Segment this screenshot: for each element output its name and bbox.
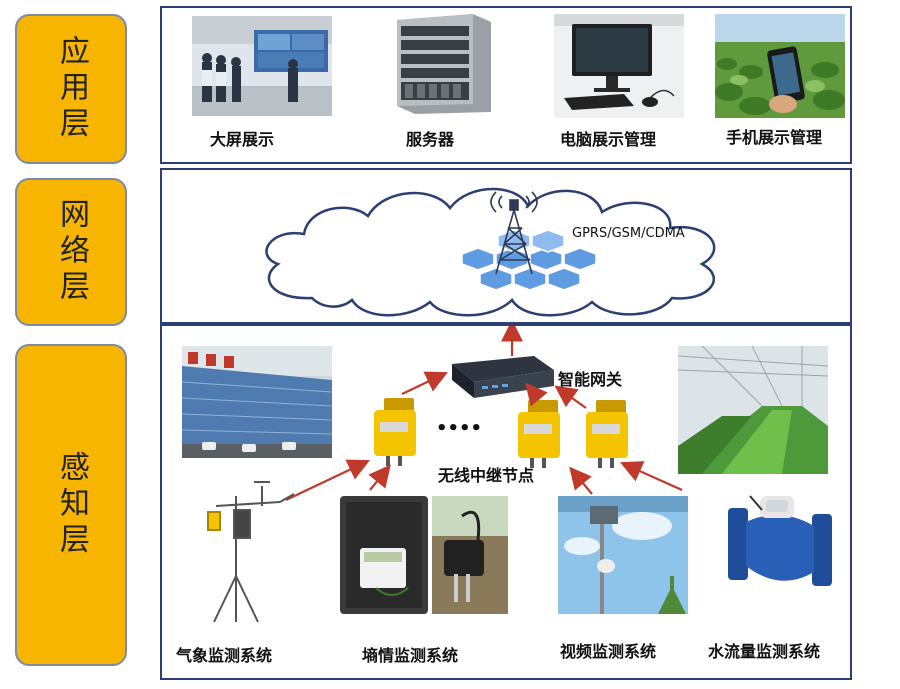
greenhouse-photo — [677, 345, 829, 474]
caption-flow-system: 水流量监测系统 — [708, 642, 821, 661]
relay-ellipsis: •••• — [436, 418, 483, 439]
big-screen-display-photo — [192, 16, 332, 116]
arrow-node1-to-gateway — [401, 371, 448, 395]
caption-mobile: 手机展示管理 — [726, 128, 823, 147]
relay-node-icon-2 — [518, 400, 560, 468]
weather-station-photo — [207, 481, 295, 623]
layer-label-perception: 感知层 — [15, 344, 127, 666]
computer-monitor-photo — [554, 14, 684, 118]
caption-video-system: 视频监测系统 — [560, 642, 657, 661]
relay-node-icon-3 — [586, 400, 628, 468]
cell-tower-icon — [490, 191, 538, 275]
application-panel: 大屏展示 服务器 — [160, 6, 852, 164]
caption-big-screen: 大屏展示 — [210, 130, 275, 149]
arrow-weather-to-node — [285, 459, 370, 501]
video-camera-photo — [558, 496, 688, 614]
soil-moisture-kit-photo — [340, 496, 508, 614]
relay-node-icon-1 — [374, 398, 416, 466]
layer-label-application: 应用层 — [15, 14, 127, 164]
water-flow-meter-photo — [728, 495, 832, 586]
arrow-node3-to-gateway — [554, 385, 587, 409]
gateway-device-icon — [452, 356, 554, 398]
server-rack-photo — [387, 12, 497, 116]
caption-server: 服务器 — [406, 130, 455, 149]
arrow-video-to-node — [569, 466, 593, 495]
network-panel: GPRS/GSM/CDMA — [160, 168, 852, 324]
caption-computer: 电脑展示管理 — [560, 130, 657, 149]
gateway-label: 智能网关 — [558, 370, 623, 389]
relay-nodes-label: 无线中继节点 — [438, 466, 535, 485]
layer-label-network: 网络层 — [15, 178, 127, 326]
caption-soil-system: 墒情监测系统 — [362, 646, 459, 665]
mobile-phone-field-photo — [715, 14, 845, 118]
network-protocol-label: GPRS/GSM/CDMA — [572, 226, 685, 241]
caption-weather-system: 气象监测系统 — [176, 646, 273, 665]
arrow-flow-to-node — [619, 461, 683, 492]
arrow-soil-to-node — [368, 464, 391, 491]
perception-panel: 智能网关 •••• 无线中继节点 气象监测系统 墒情监测系统 视频监测系统 水流… — [160, 324, 852, 680]
arrow-node2-to-gateway — [525, 382, 548, 407]
building-photo — [181, 346, 333, 458]
